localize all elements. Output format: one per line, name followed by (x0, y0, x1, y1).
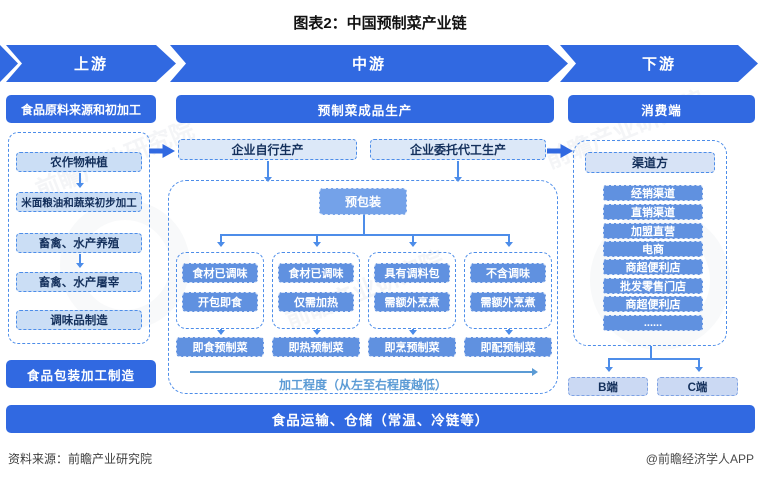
branch-bar (220, 234, 508, 236)
downstream-container (573, 140, 727, 346)
upstream-item-seasoning: 调味品制造 (16, 310, 142, 330)
mid-column-4-bottom: 需额外烹煮 (470, 292, 546, 312)
branch-arrow-3 (412, 234, 414, 246)
channel-item-ellipsis: ...... (603, 315, 703, 331)
mid-column-1-top: 食材已调味 (182, 263, 258, 283)
band-upstream: 上游 (6, 45, 176, 82)
band-midstream-label: 中游 (351, 56, 386, 73)
source-note: 资料来源：前瞻产业研究院 (8, 452, 153, 466)
connector-self-to-prepack (267, 161, 269, 181)
channel-item: 加盟直营 (603, 223, 703, 239)
band-upstream-label: 上游 (73, 56, 108, 73)
midstream-oem-production-box: 企业委托代工生产 (370, 139, 546, 160)
mid-column-2-result: 即热预制菜 (272, 337, 360, 357)
branch-arrow-4 (508, 234, 510, 246)
connector-oem-to-prepack (457, 161, 459, 181)
upstream-connector-arrow (79, 254, 81, 267)
downstream-header: 消费端 (568, 95, 755, 123)
midstream-container (168, 180, 558, 394)
channel-item: 直销渠道 (603, 204, 703, 220)
mid-column-1-arrow (220, 329, 222, 334)
mid-column-4-top: 不含调味 (470, 263, 546, 283)
channel-item: 经销渠道 (603, 185, 703, 201)
channel-item: 电商 (603, 241, 703, 257)
mid-column-1-bottom: 开包即食 (182, 292, 258, 312)
prepackage-box: 预包装 (319, 188, 407, 215)
bc-branch-stem (650, 346, 652, 358)
c-end-box: C端 (657, 377, 738, 396)
b-end-arrow (608, 358, 610, 371)
midstream-self-production-box: 企业自行生产 (178, 139, 357, 160)
upstream-item-grain: 米面粮油和蔬菜初步加工 (16, 192, 142, 212)
upstream-item-crop: 农作物种植 (16, 152, 142, 172)
branch-arrow-1 (220, 234, 222, 246)
upstream-header: 食品原料来源和初加工 (6, 95, 156, 123)
bc-branch-bar (608, 358, 698, 360)
logistics-bar: 食品运输、仓储（常温、冷链等） (6, 405, 755, 433)
b-end-box: B端 (568, 377, 648, 396)
midstream-header: 预制菜成品生产 (176, 95, 554, 123)
band-downstream-label: 下游 (641, 56, 676, 73)
mid-column-3-result: 即烹预制菜 (368, 337, 456, 357)
mid-column-4-arrow (508, 329, 510, 334)
channel-header-box: 渠道方 (585, 152, 715, 173)
figure-title: 图表2：中国预制菜产业链 (293, 15, 467, 32)
brand-note: @前瞻经济学人APP (645, 452, 754, 466)
channel-item: 商超便利店 (603, 296, 703, 312)
upstream-container (8, 132, 150, 344)
processing-degree-note: 加工程度（从左至右程度越低） (278, 378, 447, 392)
mid-column-3-arrow (412, 329, 414, 334)
upstream-item-slaughter: 畜禽、水产屠宰 (16, 272, 142, 292)
band-downstream: 下游 (560, 45, 758, 82)
c-end-arrow (698, 358, 700, 371)
mid-column-4-result: 即配预制菜 (464, 337, 552, 357)
mid-column-2-top: 食材已调味 (278, 263, 354, 283)
branch-stem (363, 215, 365, 234)
branch-arrow-2 (316, 234, 318, 246)
upstream-connector-arrow (79, 173, 81, 187)
mid-column-1-result: 即食预制菜 (176, 337, 264, 357)
band-midstream: 中游 (170, 45, 568, 82)
mid-column-2-arrow (316, 329, 318, 334)
mid-column-3-bottom: 需额外烹煮 (374, 292, 450, 312)
processing-degree-arrow (190, 371, 536, 373)
upstream-packaging-box: 食品包装加工制造 (6, 360, 156, 388)
mid-column-3-top: 具有调料包 (374, 263, 450, 283)
upstream-item-breeding: 畜禽、水产养殖 (16, 233, 142, 253)
channel-item: 商超便利店 (603, 259, 703, 275)
channel-item: 批发零售门店 (603, 278, 703, 294)
mid-column-2-bottom: 仅需加热 (278, 292, 354, 312)
